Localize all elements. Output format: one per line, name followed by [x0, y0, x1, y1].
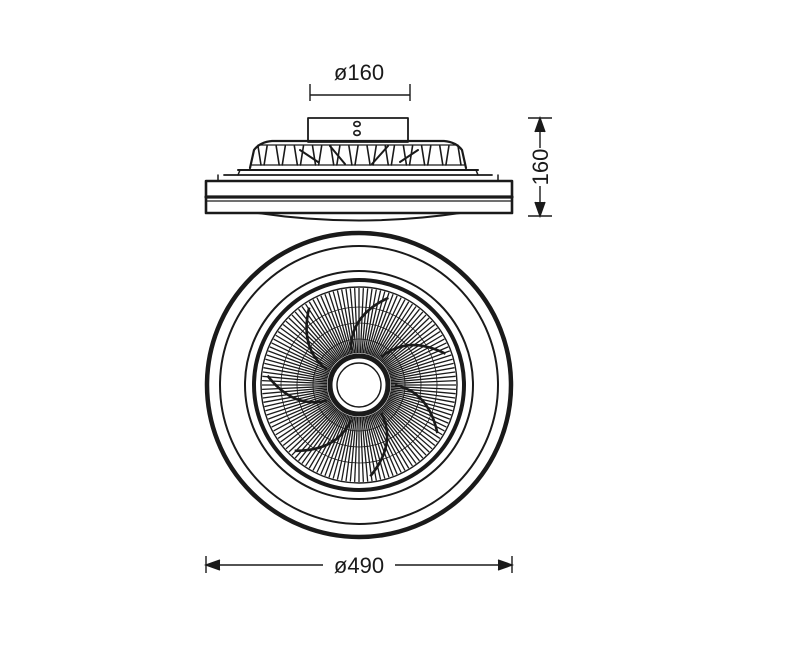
side-view	[204, 117, 514, 222]
diffuser-ring	[219, 245, 499, 525]
dimension-mount-diameter-label: ø160	[334, 60, 384, 85]
bottom-dome	[257, 212, 461, 222]
dimension-height	[528, 115, 552, 219]
dimension-overall-diameter-label: ø490	[334, 553, 384, 578]
mount-screw-hole	[352, 129, 361, 137]
grille-ring	[260, 286, 458, 484]
center-hub	[336, 362, 382, 408]
outer-ring	[204, 230, 514, 540]
fan-grille-bars	[262, 288, 456, 482]
fan-cage-bars	[257, 145, 462, 166]
mount-screw-hole	[352, 120, 361, 128]
inner-ring	[244, 270, 474, 500]
plan-view	[204, 230, 514, 540]
dimension-overall-diameter	[203, 556, 515, 573]
dimension-mount-diameter	[309, 84, 411, 101]
dimension-height-label: 160	[528, 149, 553, 186]
hub-ring	[327, 353, 391, 417]
grille-outer-edge	[252, 278, 466, 492]
fan-blades	[266, 296, 447, 478]
